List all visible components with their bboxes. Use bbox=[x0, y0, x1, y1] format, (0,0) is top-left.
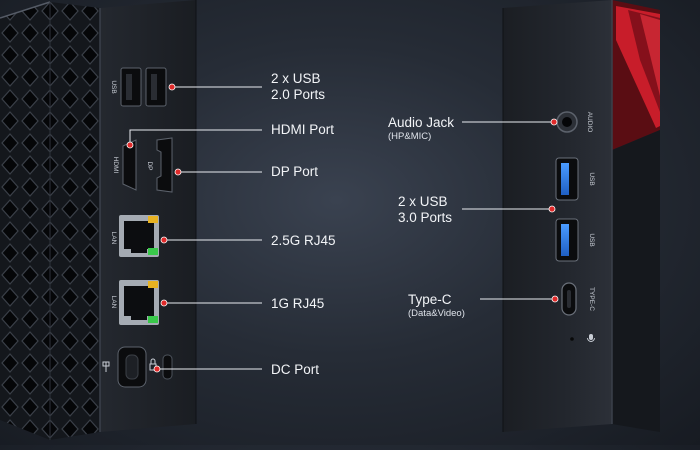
callout-1g-rj45-label: 1G RJ45 bbox=[271, 296, 325, 311]
hdmi-port: HDMI bbox=[112, 139, 137, 191]
usb-port-label: USB bbox=[588, 233, 595, 246]
dp-port: DP bbox=[146, 137, 173, 193]
right-device: AUDIO USB USB TYPE-C bbox=[502, 0, 660, 432]
usb-port-label: USB bbox=[110, 80, 117, 93]
callout-audio-jack: Audio Jack (HP&MIC) bbox=[388, 115, 454, 143]
usb3-port-upper: USB bbox=[555, 157, 595, 201]
audio-jack: AUDIO bbox=[556, 111, 593, 133]
left-device: USB HDMI DP LAN LAN bbox=[0, 0, 197, 440]
callout-usb3-line2: 3.0 Ports bbox=[398, 210, 453, 225]
callout-type-c-label: Type-C bbox=[408, 292, 452, 307]
callout-hdmi-label: HDMI Port bbox=[271, 122, 335, 137]
typec-port-label: TYPE-C bbox=[588, 287, 595, 311]
kensington-slot bbox=[162, 354, 173, 380]
dc-port bbox=[102, 346, 173, 388]
usb2-ports: USB bbox=[110, 67, 167, 107]
callout-type-c: Type-C (Data&Video) bbox=[408, 292, 465, 320]
leader-lines bbox=[129, 86, 555, 370]
mic-pinhole bbox=[570, 337, 574, 341]
right-front-panel bbox=[503, 0, 612, 432]
lan-port-2-5g: LAN bbox=[110, 215, 159, 257]
callout-audio-jack-sub: (HP&MIC) bbox=[388, 131, 432, 142]
callout-usb3-line1: 2 x USB bbox=[398, 194, 448, 209]
callout-type-c-sub: (Data&Video) bbox=[408, 308, 465, 319]
audio-port-label: AUDIO bbox=[586, 112, 593, 133]
callout-2-5g-rj45-label: 2.5G RJ45 bbox=[271, 233, 336, 248]
callout-dc-port: DC Port bbox=[271, 362, 319, 378]
callout-1g-rj45: 1G RJ45 bbox=[271, 296, 324, 312]
callout-dp: DP Port bbox=[271, 164, 318, 180]
hdmi-port-label: HDMI bbox=[112, 157, 119, 174]
lan-port-label: LAN bbox=[110, 296, 117, 309]
callout-usb2-line2: 2.0 Ports bbox=[271, 87, 326, 102]
callout-hdmi: HDMI Port bbox=[271, 122, 334, 138]
usb3-port-lower: USB bbox=[555, 218, 595, 262]
callout-usb2: 2 x USB 2.0 Ports bbox=[271, 71, 325, 103]
callout-dp-label: DP Port bbox=[271, 164, 319, 179]
callout-audio-jack-label: Audio Jack bbox=[388, 115, 455, 130]
type-c-port: TYPE-C bbox=[561, 282, 595, 316]
callout-dc-port-label: DC Port bbox=[271, 362, 320, 377]
microphone-icon bbox=[587, 334, 595, 342]
callout-usb3: 2 x USB 3.0 Ports bbox=[398, 194, 452, 226]
callout-usb2-line1: 2 x USB bbox=[271, 71, 321, 86]
lan-port-label: LAN bbox=[110, 232, 117, 245]
lan-port-1g: LAN bbox=[110, 280, 159, 325]
dp-port-label: DP bbox=[146, 161, 153, 170]
callout-2-5g-rj45: 2.5G RJ45 bbox=[271, 233, 336, 249]
usb-port-label: USB bbox=[588, 172, 595, 185]
power-icon bbox=[102, 361, 110, 372]
callout-dots bbox=[126, 83, 559, 373]
